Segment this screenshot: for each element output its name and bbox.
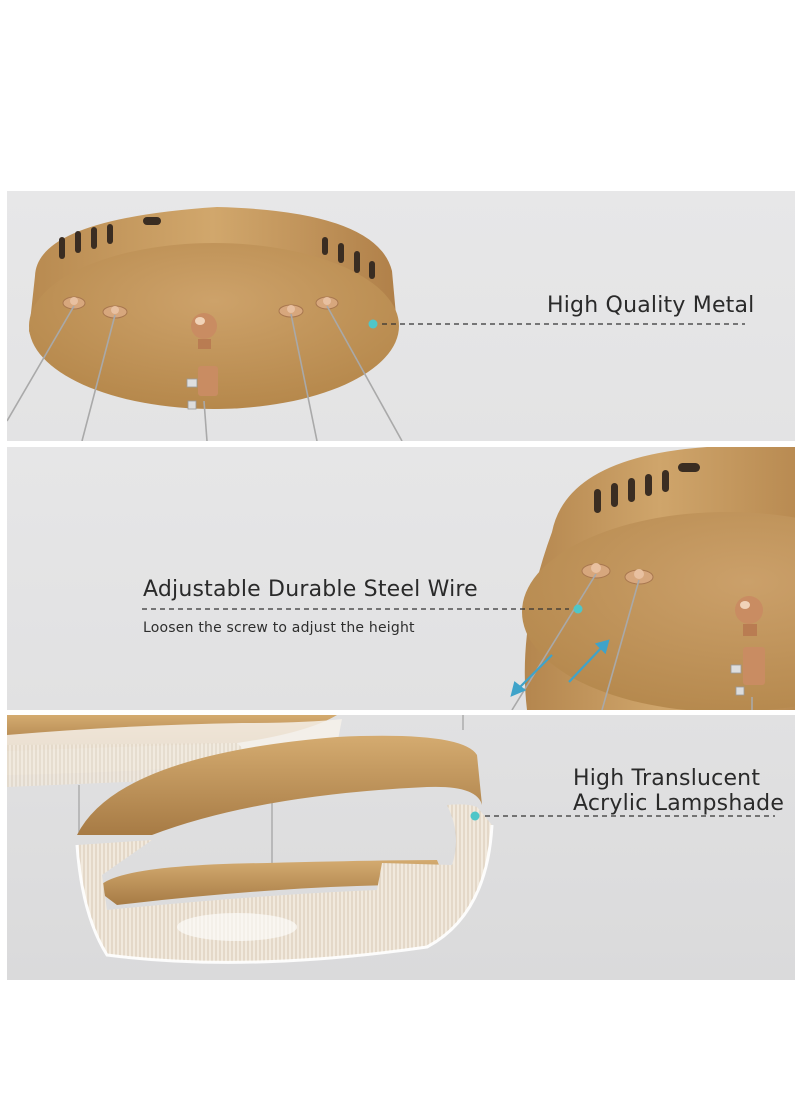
lampshade-label-line-1: High Translucent [573,766,761,791]
canopy-illustration [7,207,745,441]
steel-wire-caption: Loosen the screw to adjust the height [143,620,415,636]
wire-illustration [142,447,795,710]
lampshade-label-line-2: Acrylic Lampshade [573,791,785,816]
steel-wire-feature-panel: Adjustable Durable Steel Wire Loosen the… [7,447,795,710]
lampshade-illustration [7,715,775,964]
lampshade-feature-panel: High Translucent Acrylic Lampshade [7,715,795,980]
steel-wire-label: Adjustable Durable Steel Wire [143,577,478,602]
metal-label: High Quality Metal [547,293,755,318]
metal-feature-panel: High Quality Metal [7,191,795,441]
